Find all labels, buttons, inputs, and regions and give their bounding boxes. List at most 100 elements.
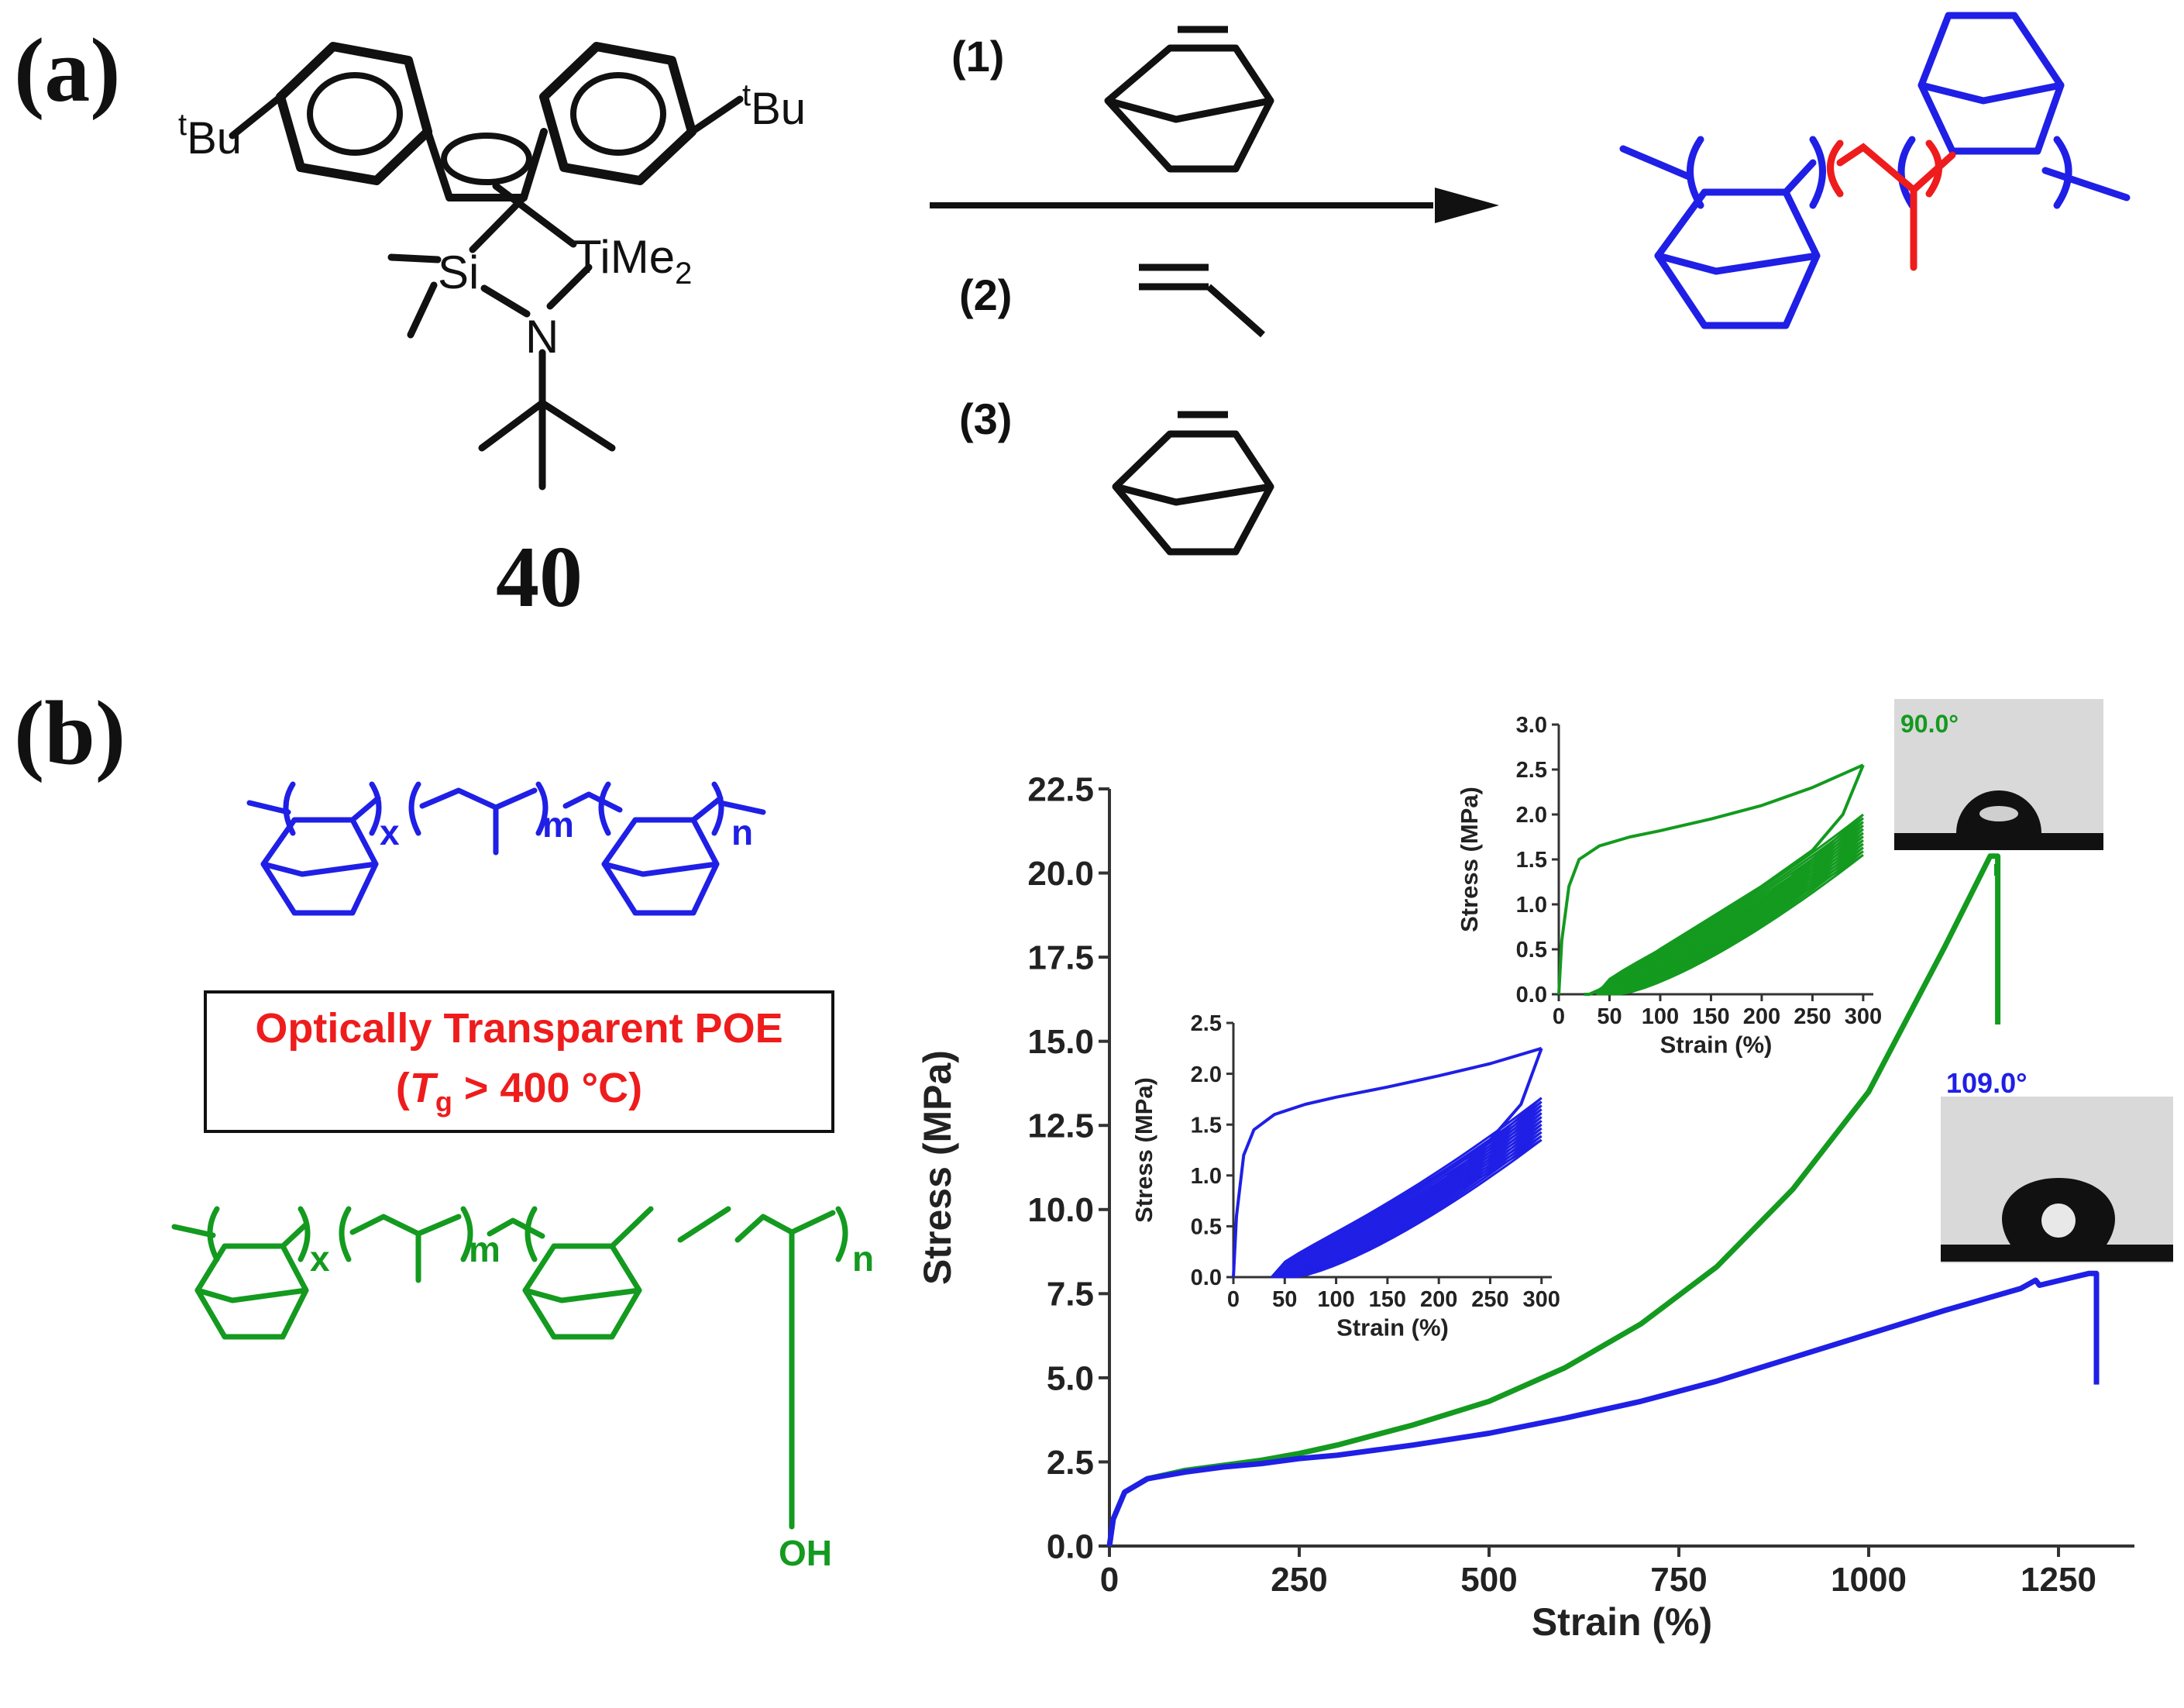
inset-green-x-tick-label: 150 [1692,1004,1729,1029]
fluorene-left-ring [276,42,432,185]
inset-green-cycle-unloading [1619,854,1864,996]
catalyst-tbu-left: tBu [178,108,242,164]
main-y-tick-label: 20.0 [1027,855,1094,893]
catalyst-40-structure [229,42,744,491]
catalyst-tbu-right: tBu [742,78,806,134]
green-sub-m: m [469,1229,500,1269]
poe-box-line2: (Tg > 400 °C) [396,1065,642,1117]
fluorene-right-aromatic-circle [570,72,666,156]
inset-green-x-tick-label: 250 [1794,1004,1831,1029]
inset-blue-cycle-unloading [1295,1138,1543,1279]
inset-green-first-loading [1557,763,1864,995]
inset-blue-y-tick-label: 0.5 [1191,1215,1222,1240]
main-y-tick-label: 12.5 [1027,1107,1094,1145]
main-y-tick-label: 5.0 [1047,1359,1094,1397]
main-y-tick-label: 22.5 [1027,770,1094,808]
inset-green-cycle-loading [1610,839,1864,996]
blue-sub-m: m [542,804,574,845]
inset-green-cycle-loading [1608,835,1864,996]
main-x-tick-label: 250 [1271,1561,1327,1599]
inset-green-x-tick-label: 300 [1845,1004,1882,1029]
inset-green-cycle-loading [1606,832,1864,996]
fluorene-cp-circle [441,133,532,185]
panel-b-label: (b) [14,682,126,783]
inset-green-y-tick-label: 2.5 [1516,758,1547,783]
main-series-line-1 [1106,853,2001,1547]
main-series-line-2 [1106,1270,2100,1547]
norbornene-reagent-1 [1104,26,1274,173]
inset-green-y-tick-label: 0.5 [1516,938,1547,962]
inset-green-x-tick-label: 50 [1597,1004,1622,1029]
inset-blue-x-tick-label: 0 [1227,1287,1240,1312]
inset-green-x-tick-label: 200 [1743,1004,1780,1029]
main-y-tick-label: 2.5 [1047,1444,1094,1482]
main-y-tick-label: 15.0 [1027,1023,1094,1061]
main-x-tick-label: 0 [1100,1561,1119,1599]
inset-blue-y-axis-title: Stress (MPa) [1130,1077,1157,1223]
main-x-tick-label: 1250 [2021,1561,2096,1599]
inset-blue-y-tick-label: 0.0 [1191,1266,1222,1290]
inset-blue-x-tick-label: 200 [1420,1287,1457,1312]
reaction-arrow [930,188,1499,223]
fluorene-right-ring [539,42,696,185]
inset-blue-cycle-loading [1288,1127,1543,1279]
inset-blue-cycle-loading [1277,1108,1543,1279]
inset-blue-x-tick-label: 250 [1471,1287,1508,1312]
inset-green-x-axis-title: Strain (%) [1660,1031,1773,1059]
inset-blue-x-tick-label: 150 [1369,1287,1406,1312]
product-copolymer-red [1827,139,1956,271]
inset-green-cycle-loading [1601,825,1864,996]
inset-green-y-tick-label: 1.0 [1516,893,1547,918]
blue-sub-n: n [731,812,753,852]
inset-blue-y-tick-label: 1.5 [1191,1113,1222,1138]
main-y-axis-title: Stress (MPa) [916,1050,959,1285]
blue-sub-x: x [380,812,400,852]
product-copolymer-blue [1619,12,2131,329]
main-x-tick-label: 1000 [1831,1561,1907,1599]
poe-label-box [204,990,834,1133]
fluorene-left-aromatic-circle [307,72,403,156]
main-x-tick-label: 750 [1650,1561,1707,1599]
catalyst-number: 40 [496,529,583,625]
inset-green-cycle-loading [1599,821,1864,995]
inset-green-cycle-loading [1612,842,1864,996]
inset-green-cycle-loading [1595,813,1864,995]
green-polymer-structure [171,1206,848,1530]
step-2-label: (2) [959,270,1012,319]
fluorene-five-ring [424,128,548,201]
inset-blue-cycle-loading [1289,1131,1543,1279]
inset-blue-cycle-loading [1291,1135,1543,1279]
contact-angle-blue-label: 109.0° [1946,1067,2027,1099]
inset-blue-first-loading [1232,1046,1543,1278]
inset-green-y-tick-label: 1.5 [1516,848,1547,873]
inset-green-x-tick-label: 0 [1553,1004,1565,1029]
contact-angle-green-label: 90.0° [1900,710,1959,738]
inset-blue-cycle-loading [1271,1097,1543,1278]
catalyst-n: N [525,311,559,363]
inset-blue-x-tick-label: 50 [1272,1287,1297,1312]
inset-green-cycle-loading [1618,853,1864,996]
catalyst-si: Si [438,246,479,298]
main-y-tick-label: 7.5 [1047,1276,1094,1314]
main-y-tick-label: 10.0 [1027,1191,1094,1229]
green-sub-x: x [310,1238,330,1279]
catalyst-ti: TiMe2 [573,231,692,291]
inset-green-y-axis-title: Stress (MPa) [1456,787,1483,932]
inset-green-cycle-loading [1604,828,1864,996]
green-hydroxyl: OH [779,1533,832,1573]
blue-polymer-structure [246,781,766,916]
inset-blue-cycle-loading [1285,1123,1543,1279]
inset-blue-cycle-loading [1294,1138,1543,1279]
inset-green-y-tick-label: 0.0 [1516,983,1547,1007]
inset-green-cycle-loading [1615,846,1864,996]
inset-blue-cycle-loading [1272,1100,1543,1278]
inset-blue-y-tick-label: 2.0 [1191,1062,1222,1087]
main-x-tick-label: 500 [1460,1561,1517,1599]
norbornene-reagent-3 [1112,411,1274,556]
panel-a-label: (a) [14,19,121,121]
main-x-axis-title: Strain (%) [1532,1600,1712,1644]
